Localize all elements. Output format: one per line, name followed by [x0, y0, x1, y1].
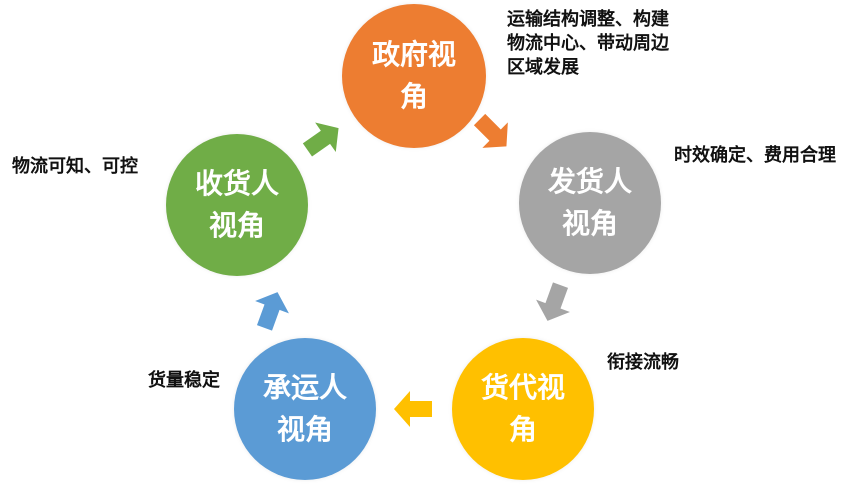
note-carrier: 货量稳定	[148, 369, 220, 393]
node-shipper: 发货人 视角	[519, 132, 661, 274]
note-shipper: 时效确定、费用合理	[674, 144, 836, 168]
note-carrier-line1: 货量稳定	[148, 370, 220, 391]
note-receiver-line1: 物流可知、可控	[12, 156, 138, 177]
node-forwarder-line2: 角	[508, 413, 537, 446]
arrow-forwarder-to-carrier	[390, 386, 436, 432]
node-receiver: 收货人 视角	[166, 134, 308, 276]
arrow-carrier-to-receiver	[248, 287, 294, 333]
node-government-line2: 角	[399, 80, 428, 113]
node-shipper-line1: 发货人	[547, 165, 632, 198]
arrow-shape	[536, 282, 570, 321]
node-government-line1: 政府视	[371, 38, 456, 71]
note-government: 运输结构调整、构建 物流中心、带动周边 区域发展	[507, 8, 669, 80]
arrow-government-to-shipper	[470, 110, 516, 156]
node-receiver-line1: 收货人	[194, 167, 279, 200]
arrow-shape	[394, 391, 432, 427]
node-forwarder: 货代视 角	[452, 338, 594, 480]
node-receiver-line2: 视角	[208, 209, 265, 242]
node-carrier-line2: 视角	[276, 413, 333, 446]
node-government: 政府视 角	[342, 4, 486, 148]
note-receiver: 物流可知、可控	[12, 155, 138, 179]
arrow-shape	[473, 113, 508, 148]
arrow-shape	[255, 292, 289, 331]
node-carrier-line1: 承运人	[262, 371, 347, 404]
node-carrier: 承运人 视角	[234, 338, 376, 480]
note-shipper-line1: 时效确定、费用合理	[674, 145, 836, 166]
arrow-receiver-to-government	[300, 116, 346, 162]
note-government-line1: 运输结构调整、构建	[507, 9, 669, 30]
node-forwarder-line1: 货代视	[480, 371, 565, 404]
note-government-line3: 区域发展	[507, 57, 579, 78]
node-shipper-line2: 视角	[561, 207, 618, 240]
note-forwarder: 衔接流畅	[607, 351, 679, 375]
note-forwarder-line1: 衔接流畅	[607, 352, 679, 373]
arrow-shipper-to-forwarder	[531, 280, 577, 326]
arrow-shape	[302, 122, 339, 157]
note-government-line2: 物流中心、带动周边	[507, 33, 669, 54]
